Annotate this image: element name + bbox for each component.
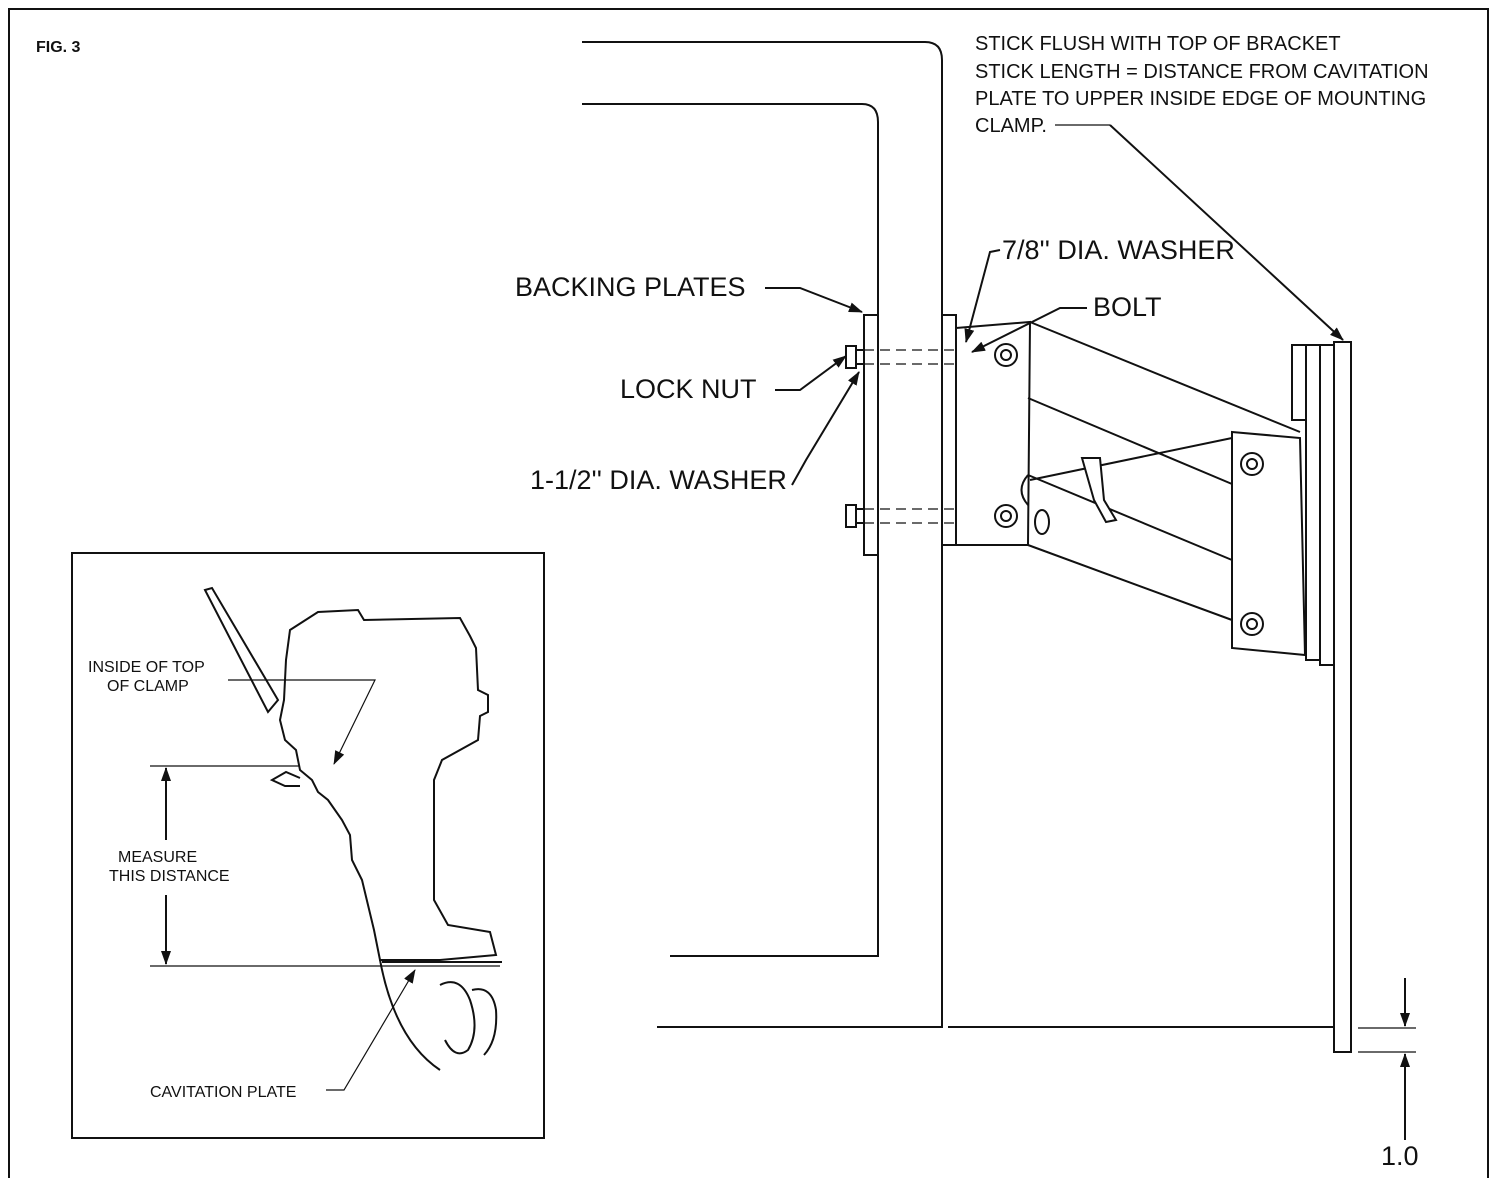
inset-box xyxy=(71,552,545,1139)
transom-outer-line xyxy=(582,41,943,1028)
note-line-1: STICK FLUSH WITH TOP OF BRACKET xyxy=(975,33,1341,55)
inset-label-inside-top-2: OF CLAMP xyxy=(107,678,189,695)
inset-label-inside-top-1: INSIDE OF TOP xyxy=(88,659,205,676)
note-leader xyxy=(1109,124,1344,341)
label-washer-large: 1-1/2'' DIA. WASHER xyxy=(530,465,787,495)
inset-leader-cavitation xyxy=(326,969,416,1091)
leader-washer-small xyxy=(964,249,1001,343)
outer-border xyxy=(8,8,1489,1178)
inset-label-measure-2: THIS DISTANCE xyxy=(109,868,230,885)
outboard-motor-drawing xyxy=(203,586,502,1071)
bracket-bolt-heads xyxy=(994,343,1264,636)
figure-label: FIG. 3 xyxy=(36,39,81,56)
label-bolt: BOLT xyxy=(1093,292,1162,322)
note-line-3: PLATE TO UPPER INSIDE EDGE OF MOUNTING xyxy=(975,88,1426,110)
note-line-2: STICK LENGTH = DISTANCE FROM CAVITATION xyxy=(975,61,1429,83)
label-backing-plates: BACKING PLATES xyxy=(515,272,746,302)
backing-plate-left xyxy=(863,314,879,556)
inset-label-cavitation: CAVITATION PLATE xyxy=(150,1084,296,1101)
dimension-value: 1.0 xyxy=(1381,1141,1419,1171)
inset-label-measure-1: MEASURE xyxy=(118,849,197,866)
inset-leader-clamp xyxy=(228,679,376,765)
mounting-board xyxy=(1291,341,1352,1053)
label-washer-small: 7/8'' DIA. WASHER xyxy=(1002,235,1235,265)
dimension-marker xyxy=(1358,978,1416,1140)
transom-inner-line xyxy=(582,103,879,957)
leader-backing-plates xyxy=(765,287,863,313)
note-block: STICK FLUSH WITH TOP OF BRACKET STICK LE… xyxy=(975,33,1429,137)
label-lock-nut: LOCK NUT xyxy=(620,374,757,404)
leader-washer-large xyxy=(791,371,860,486)
leader-lock-nut xyxy=(775,355,847,391)
note-line-4: CLAMP. xyxy=(975,115,1047,137)
leader-bolt xyxy=(971,307,1087,353)
bracket-assembly xyxy=(955,320,1307,657)
